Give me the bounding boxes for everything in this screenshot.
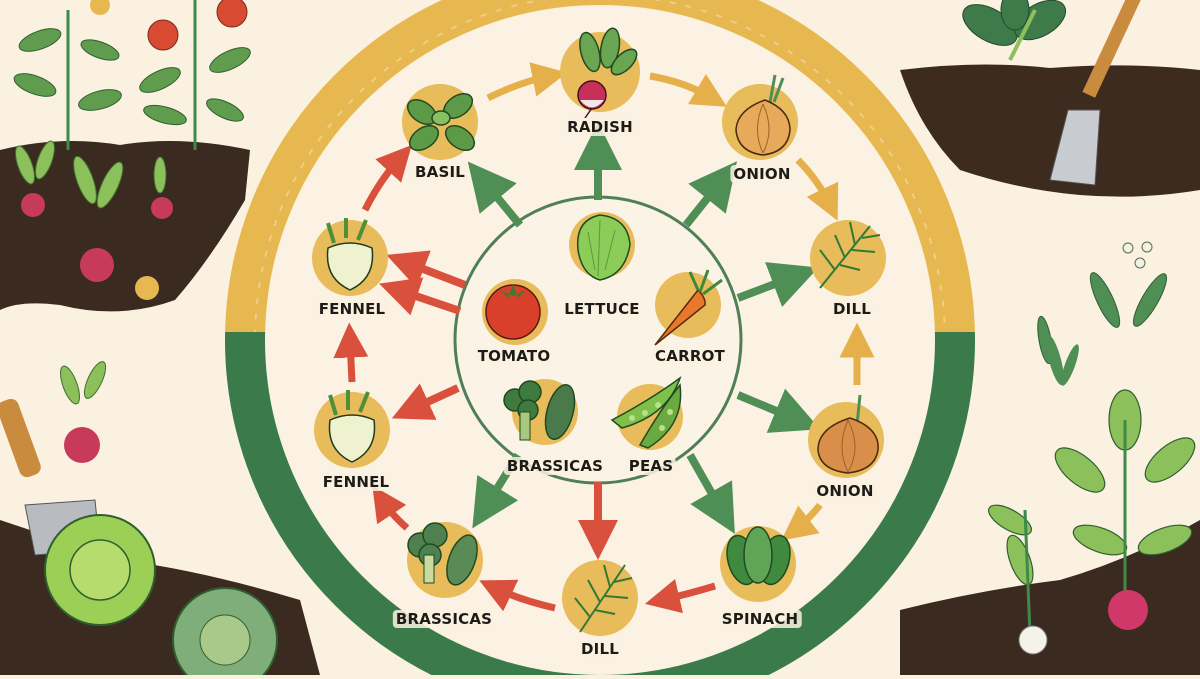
label-dill-right: DILL (830, 300, 874, 318)
label-brassicas-center: BRASSICAS (503, 457, 607, 475)
scene-top-right (900, 0, 1200, 365)
center-arrows (379, 122, 821, 560)
radish-icon (560, 27, 640, 119)
scene-bottom-right (900, 334, 1200, 675)
peas-icon (610, 376, 683, 450)
label-fennel-upper: FENNEL (315, 300, 389, 318)
label-dill-bottom: DILL (578, 640, 622, 658)
scene-bottom-left (0, 361, 320, 679)
label-brassicas-outer: BRASSICAS (392, 610, 496, 628)
dill-icon-bottom (562, 560, 638, 636)
label-peas: PEAS (625, 457, 677, 475)
cycle-arrows (333, 62, 875, 614)
label-carrot: CARROT (652, 347, 728, 365)
lettuce-icon (569, 212, 635, 281)
label-spinach: SPINACH (718, 610, 802, 628)
spinach-icon (720, 526, 796, 602)
basil-icon (402, 84, 478, 160)
tomato-icon (482, 279, 548, 345)
outer-ring (225, 0, 975, 679)
label-fennel-lower: FENNEL (319, 473, 393, 491)
label-lettuce: LETTUCE (561, 300, 643, 318)
label-tomato: TOMATO (474, 347, 554, 365)
brassicas-icon-center (503, 379, 578, 445)
label-onion-right: ONION (813, 482, 877, 500)
label-radish: RADISH (564, 118, 636, 136)
label-basil: BASIL (412, 163, 468, 181)
scene-top-left (0, 0, 251, 312)
onion-icon-right (808, 394, 884, 478)
carrot-icon (654, 269, 723, 346)
fennel-icon-upper (312, 218, 388, 296)
brassicas-icon-outer (407, 522, 483, 598)
dill-icon (810, 220, 886, 296)
onion-icon (722, 74, 798, 160)
fennel-icon-lower (314, 390, 390, 468)
label-onion-top: ONION (730, 165, 794, 183)
